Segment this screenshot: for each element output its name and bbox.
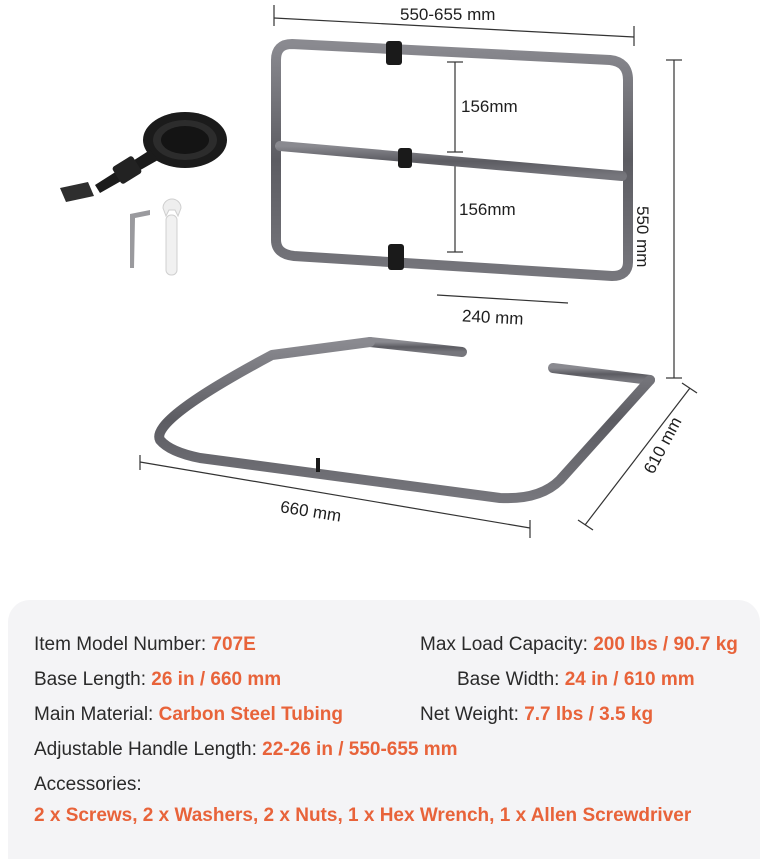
- spec-load: Max Load Capacity: 200 lbs / 90.7 kg: [420, 634, 738, 655]
- spec-panel: [8, 600, 760, 859]
- spec-material: Main Material: Carbon Steel Tubing: [34, 704, 343, 725]
- strap-accessory: [60, 112, 227, 202]
- spec-model: Item Model Number: 707E: [34, 634, 256, 655]
- dimension-bar-gap-lower: 156mm: [459, 200, 516, 219]
- rail-joints: [316, 41, 412, 472]
- dimension-top-width: 550-655 mm: [400, 5, 496, 24]
- allen-screwdriver-icon: [162, 198, 182, 276]
- hex-wrench-icon: [130, 210, 150, 268]
- rail-frame: [154, 39, 655, 504]
- dimension-height: 550 mm: [633, 206, 652, 268]
- spec-accessories-value: 2 x Screws, 2 x Washers, 2 x Nuts, 1 x H…: [34, 805, 692, 826]
- spec-handle-length: Adjustable Handle Length: 22-26 in / 550…: [34, 739, 458, 760]
- dimension-bar-gap-upper: 156mm: [461, 97, 518, 116]
- spec-base-length: Base Length: 26 in / 660 mm: [34, 669, 282, 690]
- bed-rail-illustration: [60, 5, 698, 538]
- spec-accessories-label: Accessories:: [34, 774, 142, 795]
- spec-weight: Net Weight: 7.7 lbs / 3.5 kg: [420, 704, 654, 725]
- spec-base-width: Base Width: 24 in / 610 mm: [457, 669, 695, 690]
- dimension-leg-spacing: 240 mm: [461, 306, 524, 329]
